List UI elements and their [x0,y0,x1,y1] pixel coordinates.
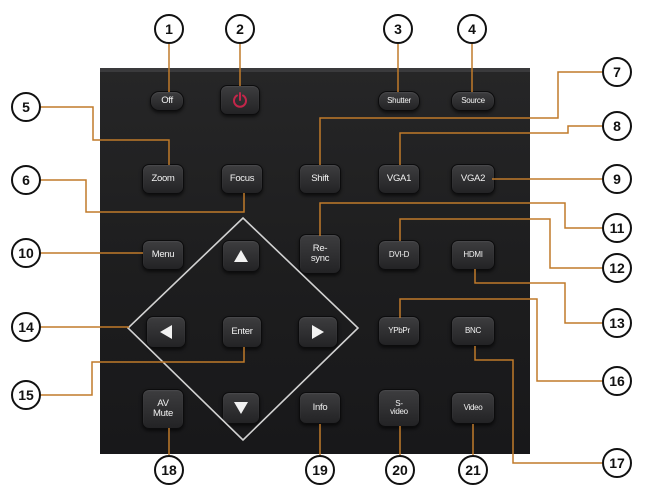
callout-21-number: 21 [465,462,481,478]
callout-17-number: 17 [609,455,625,471]
left-arrow-icon [160,325,172,339]
leader-line-5 [40,106,170,165]
hdmi-button[interactable]: HDMI [451,240,495,270]
up-arrow-icon [234,250,248,262]
callout-18-number: 18 [161,462,177,478]
leader-line-15 [40,347,245,396]
callout-13: 13 [602,308,632,338]
callout-13-number: 13 [609,315,625,331]
leader-line-17 [474,346,602,464]
leader-line-8 [399,125,602,165]
down-arrow-button[interactable] [222,392,260,424]
callout-18: 18 [154,455,184,485]
callout-15-number: 15 [18,387,34,403]
left-arrow-button[interactable] [146,316,186,348]
callout-17: 17 [602,448,632,478]
callout-11: 11 [602,213,632,243]
navigation-diamond-outline [126,216,360,442]
callout-9-number: 9 [613,171,621,187]
leader-line-7 [319,71,602,165]
callout-2: 2 [225,14,255,44]
callout-21: 21 [458,455,488,485]
callout-8: 8 [602,111,632,141]
leader-line-13 [474,269,602,324]
callout-12: 12 [602,253,632,283]
callout-14: 14 [11,312,41,342]
callout-19: 19 [305,455,335,485]
callout-2-number: 2 [236,21,244,37]
right-arrow-icon [312,325,324,339]
power-icon [233,92,247,108]
callout-10-number: 10 [18,245,34,261]
up-arrow-button[interactable] [222,240,260,272]
leader-line-6 [40,179,245,213]
callout-16-number: 16 [609,373,625,389]
callout-15: 15 [11,380,41,410]
video-button[interactable]: Video [451,392,495,424]
callout-20-number: 20 [392,462,408,478]
leader-line-12 [399,218,602,269]
callout-7-number: 7 [613,64,621,80]
right-arrow-button[interactable] [298,316,338,348]
callout-4-number: 4 [468,21,476,37]
callout-8-number: 8 [613,118,621,134]
callout-1: 1 [154,14,184,44]
callout-16: 16 [602,366,632,396]
callout-4: 4 [457,14,487,44]
callout-19-number: 19 [312,462,328,478]
callout-1-number: 1 [165,21,173,37]
callout-11-number: 11 [609,220,625,236]
callout-10: 10 [11,238,41,268]
leader-line-11 [319,202,602,236]
callout-20: 20 [385,455,415,485]
callout-5: 5 [11,92,41,122]
callout-7: 7 [602,57,632,87]
callout-14-number: 14 [18,319,34,335]
callout-3-number: 3 [394,21,402,37]
callout-6-number: 6 [22,172,30,188]
down-arrow-icon [234,402,248,414]
callout-9: 9 [602,164,632,194]
callout-5-number: 5 [22,99,30,115]
remote-top-edge [100,68,530,72]
callout-3: 3 [383,14,413,44]
leader-line-16 [399,298,602,382]
callout-6: 6 [11,165,41,195]
dvi-d-button[interactable]: DVI-D [378,240,420,270]
callout-12-number: 12 [609,260,625,276]
